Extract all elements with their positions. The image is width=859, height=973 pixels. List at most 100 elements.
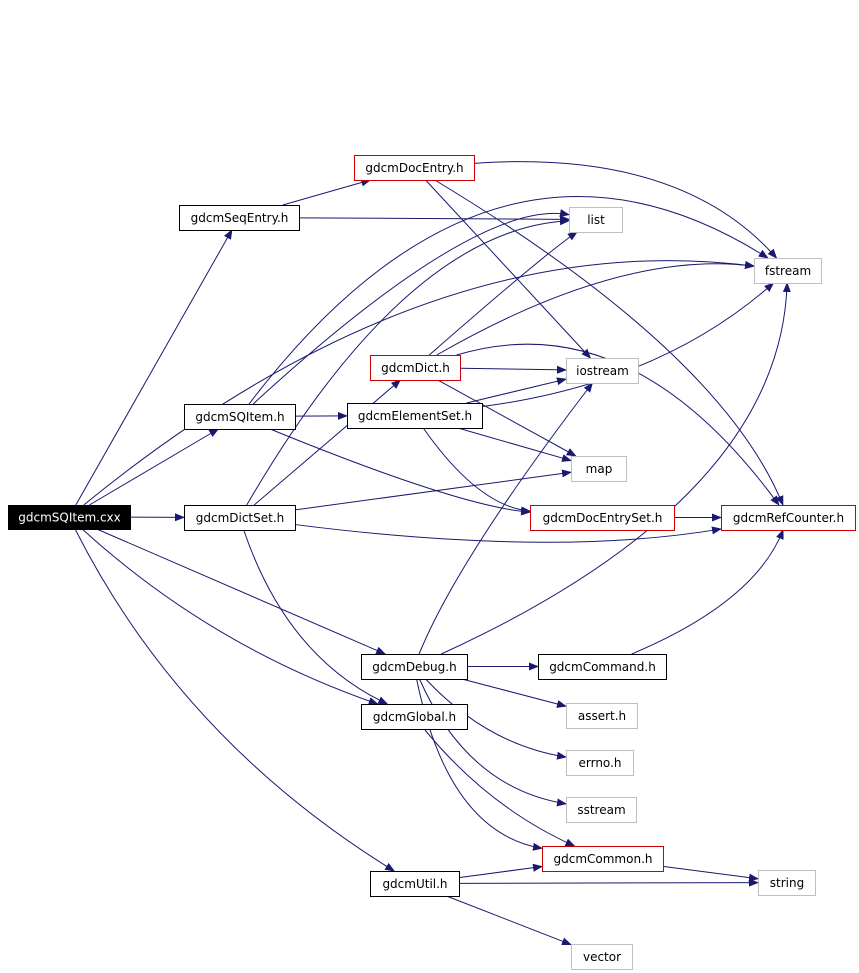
- node-iostream[interactable]: iostream: [566, 358, 639, 384]
- edge-gdcmdebug-h-to-errno-h: [425, 678, 567, 760]
- edge-gdcmdictset-h-to-map: [294, 469, 572, 511]
- node-label: iostream: [576, 364, 629, 378]
- edge-gdcmsqitem-cxx-to-fstream: [83, 260, 755, 506]
- edge-gdcmdebug-h-to-iostream: [418, 382, 594, 655]
- node-box: [8, 505, 131, 530]
- node-label: gdcmUtil.h: [382, 877, 447, 891]
- node-gdcmdocentry-h[interactable]: gdcmDocEntry.h: [354, 155, 475, 181]
- node-label: string: [770, 876, 804, 890]
- edge-gdcmdict-h-to-fstream: [436, 261, 755, 356]
- node-gdcmdictset-h[interactable]: gdcmDictSet.h: [184, 505, 296, 531]
- node-box: [361, 654, 468, 680]
- node-errno-h[interactable]: errno.h: [566, 750, 634, 776]
- node-label: gdcmDebug.h: [372, 660, 456, 674]
- edge-gdcmsqitem-h-to-gdcmdocentryset-h: [269, 428, 531, 516]
- node-gdcmcommon-h[interactable]: gdcmCommon.h: [542, 846, 664, 872]
- node-label: gdcmSQItem.cxx: [18, 511, 121, 525]
- node-list[interactable]: list: [569, 207, 623, 233]
- node-box: [184, 505, 296, 531]
- edge-gdcmdebug-h-to-assert-h: [461, 678, 567, 708]
- node-box: [184, 404, 296, 430]
- edge-gdcmdebug-h-to-fstream: [441, 282, 791, 655]
- node-box: [566, 797, 637, 823]
- node-gdcmdebug-h[interactable]: gdcmDebug.h: [361, 654, 468, 680]
- node-box: [571, 944, 633, 970]
- node-box: [347, 403, 483, 429]
- node-label: gdcmDict.h: [381, 361, 450, 375]
- edge-gdcmseqentry-h-to-gdcmdocentry-h: [282, 178, 372, 206]
- node-label: gdcmGlobal.h: [373, 710, 456, 724]
- node-box: [569, 207, 623, 233]
- edge-gdcmsqitem-h-to-list: [252, 209, 570, 405]
- edge-gdcmsqitem-cxx-to-gdcmsqitem-h: [89, 428, 220, 506]
- node-map[interactable]: map: [571, 456, 627, 482]
- node-label: gdcmDictSet.h: [196, 511, 285, 525]
- node-gdcmsqitem-cxx[interactable]: gdcmSQItem.cxx: [8, 505, 131, 530]
- node-label: sstream: [577, 803, 625, 817]
- edge-gdcmelementset-h-to-gdcmdocentryset-h: [422, 427, 531, 515]
- node-gdcmsqitem-h[interactable]: gdcmSQItem.h: [184, 404, 296, 430]
- edge-gdcmelementset-h-to-fstream: [481, 282, 775, 408]
- edge-gdcmelementset-h-to-map: [457, 427, 572, 462]
- node-label: gdcmSQItem.h: [195, 410, 284, 424]
- edge-gdcmsqitem-cxx-to-gdcmdebug-h: [96, 528, 387, 655]
- edge-gdcmseqentry-h-to-list: [298, 215, 570, 224]
- edge-gdcmdictset-h-to-gdcmdict-h: [253, 379, 402, 506]
- node-box: [370, 871, 460, 897]
- node-label: gdcmSeqEntry.h: [191, 211, 289, 225]
- node-box: [758, 870, 816, 896]
- node-box: [566, 703, 638, 729]
- node-gdcmcommand-h[interactable]: gdcmCommand.h: [538, 654, 667, 680]
- node-gdcmelementset-h[interactable]: gdcmElementSet.h: [347, 403, 483, 429]
- node-label: gdcmDocEntrySet.h: [543, 511, 663, 525]
- node-box: [530, 505, 675, 531]
- node-label: gdcmCommand.h: [549, 660, 656, 674]
- node-box: [538, 654, 667, 680]
- node-label: errno.h: [579, 756, 622, 770]
- node-string[interactable]: string: [758, 870, 816, 896]
- node-label: map: [586, 462, 613, 476]
- edge-gdcmdocentry-h-to-gdcmrefcounter-h: [434, 179, 784, 506]
- node-box: [354, 155, 475, 181]
- edge-gdcmdictset-h-to-gdcmrefcounter-h: [294, 524, 722, 543]
- node-box: [361, 704, 468, 730]
- node-gdcmdict-h[interactable]: gdcmDict.h: [370, 355, 461, 381]
- node-sstream[interactable]: sstream: [566, 797, 637, 823]
- edge-gdcmdict-h-to-iostream: [459, 365, 567, 374]
- node-assert-h[interactable]: assert.h: [566, 703, 638, 729]
- edge-gdcmdict-h-to-list: [428, 231, 578, 356]
- edge-gdcmdictset-h-to-list: [246, 217, 570, 506]
- node-gdcmutil-h[interactable]: gdcmUtil.h: [370, 871, 460, 897]
- node-vector[interactable]: vector: [571, 944, 633, 970]
- node-box: [542, 846, 664, 872]
- edge-gdcmutil-h-to-string: [458, 878, 759, 887]
- node-box: [179, 205, 300, 231]
- node-label: gdcmRefCounter.h: [733, 511, 844, 525]
- node-box: [754, 258, 822, 284]
- node-gdcmrefcounter-h[interactable]: gdcmRefCounter.h: [721, 505, 856, 531]
- node-gdcmseqentry-h[interactable]: gdcmSeqEntry.h: [179, 205, 300, 231]
- node-gdcmdocentryset-h[interactable]: gdcmDocEntrySet.h: [530, 505, 675, 531]
- edge-layer: [74, 161, 791, 946]
- node-label: list: [587, 213, 605, 227]
- node-label: fstream: [765, 264, 811, 278]
- node-layer: gdcmSQItem.cxx gdcmSeqEntry.h gdcmDocEntry…: [8, 155, 856, 970]
- node-label: gdcmDocEntry.h: [365, 161, 463, 175]
- edge-gdcmdocentry-h-to-iostream: [425, 179, 592, 359]
- edge-gdcmdict-h-to-map: [437, 379, 577, 457]
- edge-gdcmsqitem-cxx-to-gdcmutil-h: [74, 528, 396, 872]
- edge-gdcmsqitem-h-to-fstream: [248, 196, 769, 405]
- node-label: assert.h: [578, 709, 626, 723]
- edge-gdcmelementset-h-to-iostream: [466, 377, 567, 404]
- edge-gdcmdebug-h-to-sstream: [419, 678, 567, 807]
- node-box: [370, 355, 461, 381]
- node-label: gdcmCommon.h: [554, 852, 653, 866]
- node-box: [571, 456, 627, 482]
- edge-gdcmdocentry-h-to-fstream: [473, 161, 778, 259]
- node-gdcmglobal-h[interactable]: gdcmGlobal.h: [361, 704, 468, 730]
- node-fstream[interactable]: fstream: [754, 258, 822, 284]
- node-box: [566, 750, 634, 776]
- node-box: [721, 505, 856, 531]
- node-box: [566, 358, 639, 384]
